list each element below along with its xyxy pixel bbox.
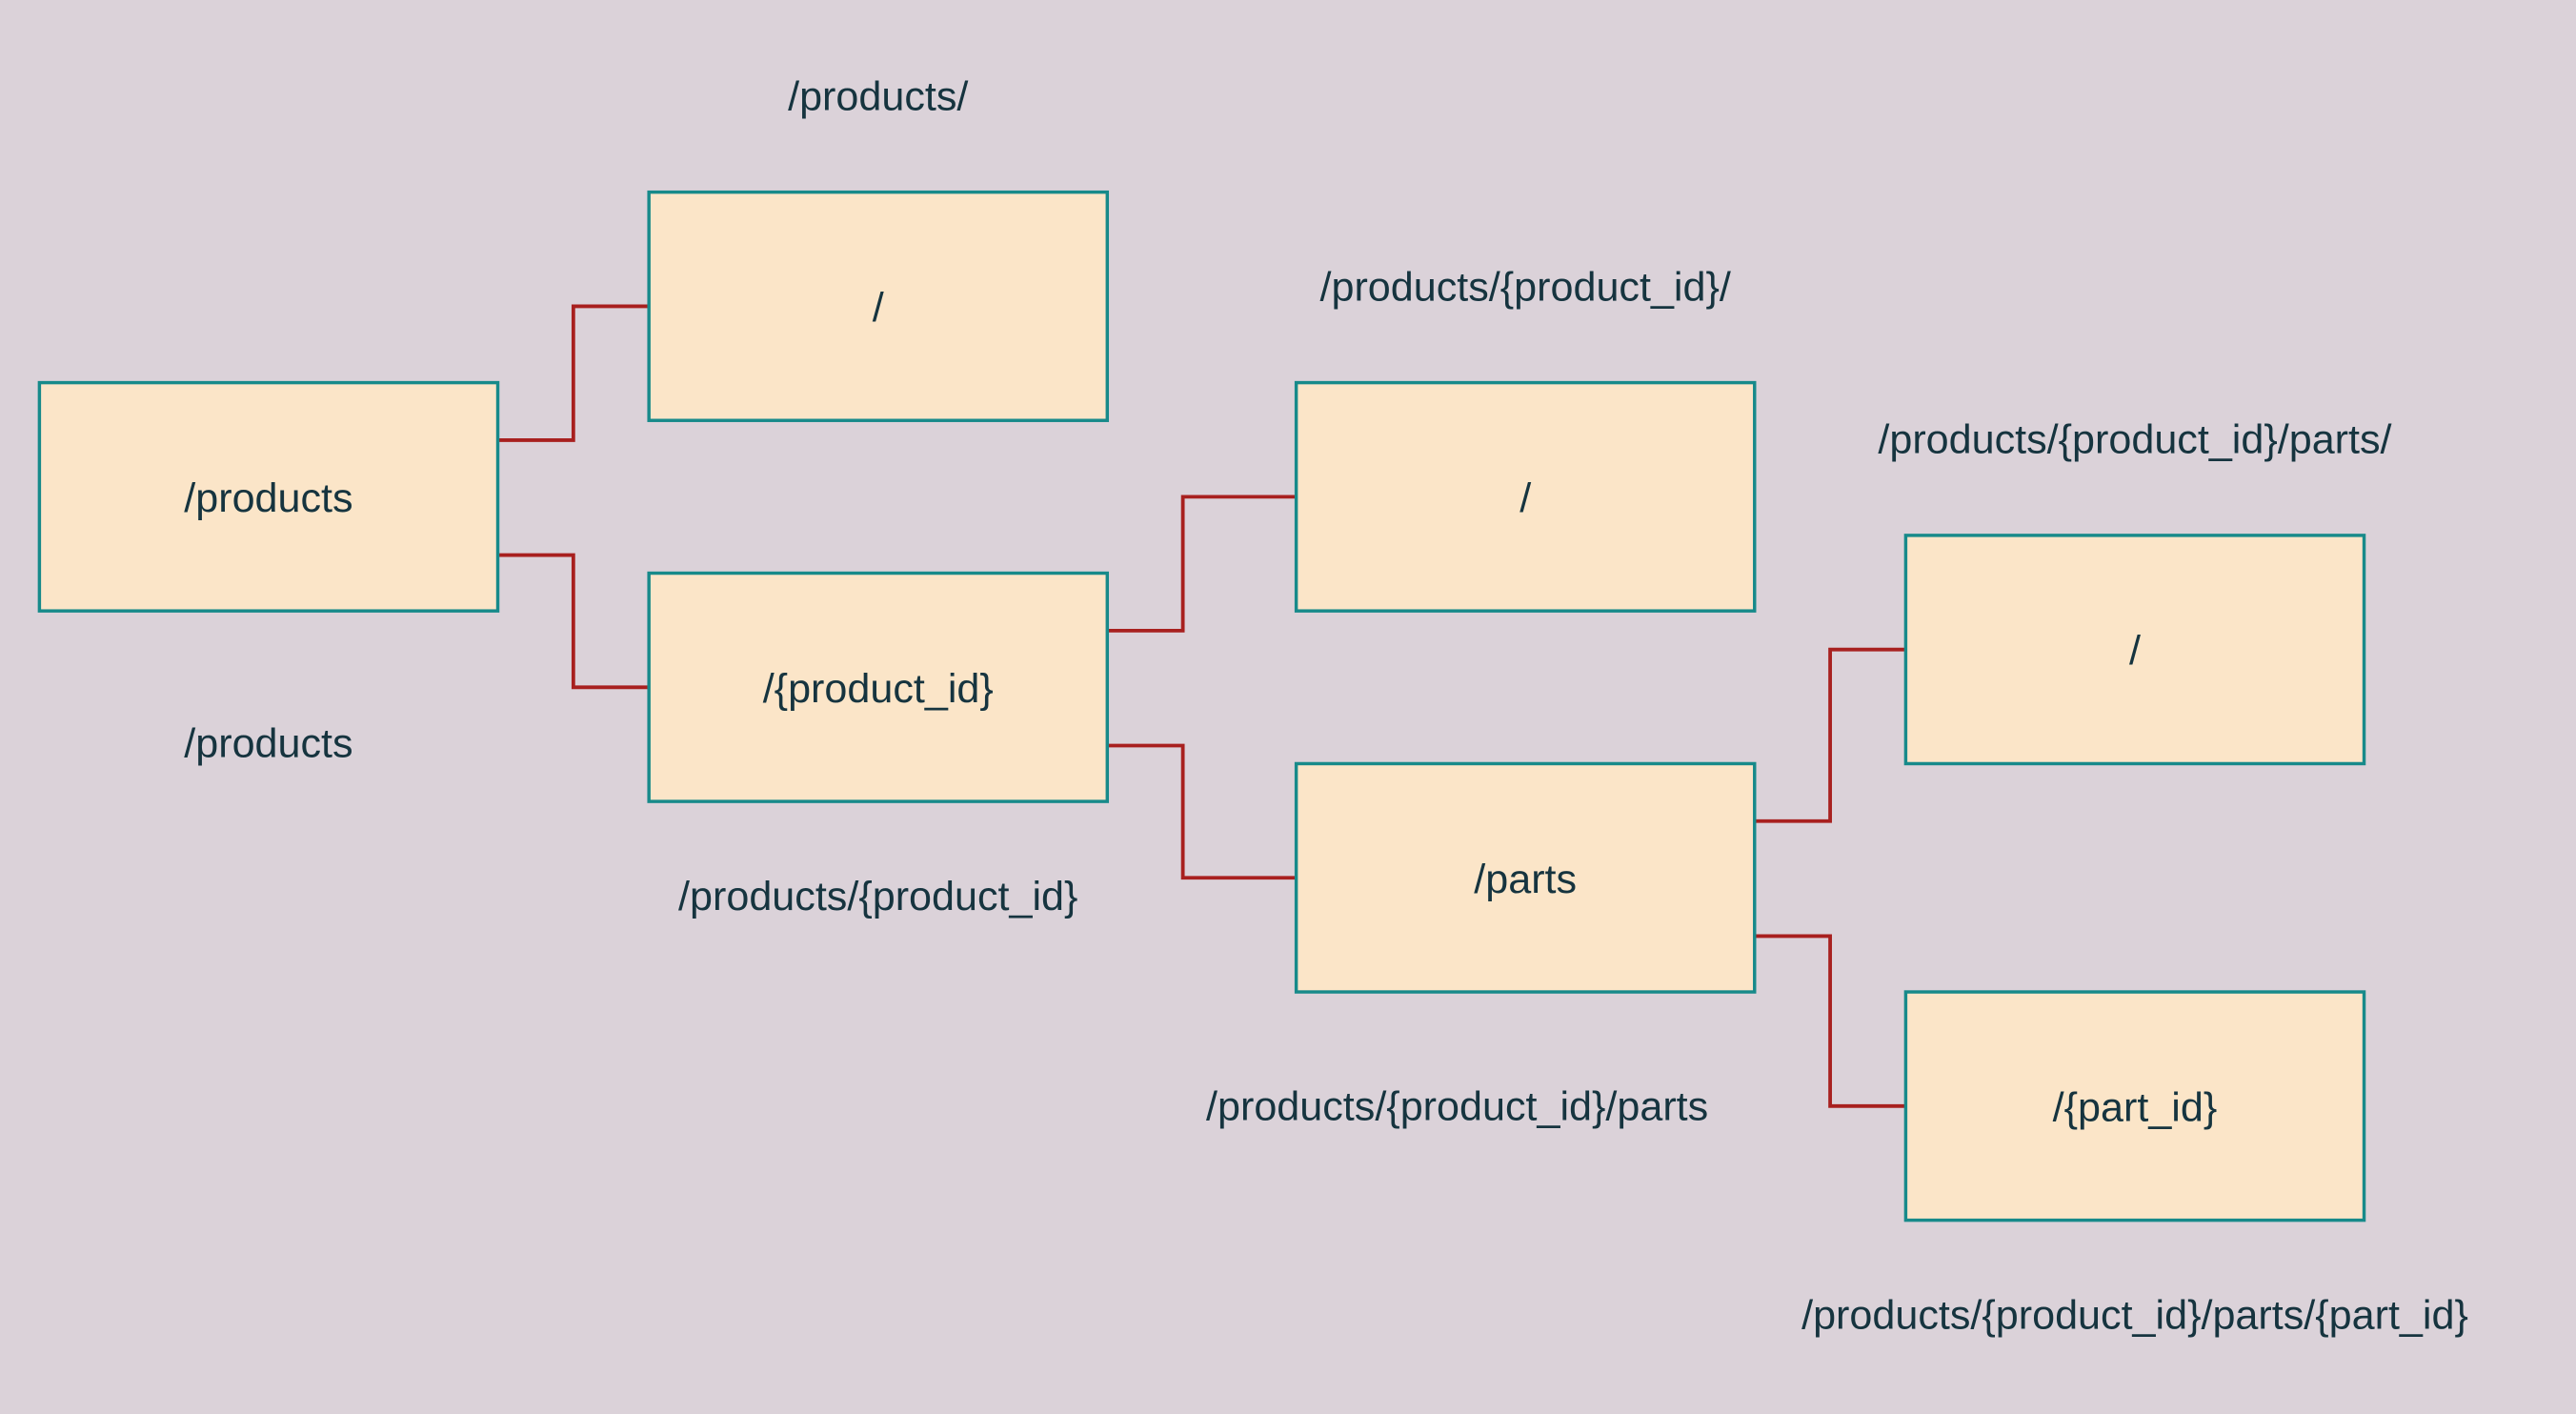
node-box	[1294, 761, 1757, 994]
full-path-label: /products/{product_id}/parts/{part_id}	[1801, 1292, 2468, 1338]
connector-parts-to-parts-root	[1754, 647, 1906, 823]
full-path-label: /products/{product_id}/	[1320, 264, 1731, 310]
node-label: /	[873, 285, 884, 331]
node-label: /	[2129, 628, 2141, 674]
node-label: /	[1519, 475, 1531, 521]
connector-products-to-products-root	[497, 304, 650, 442]
connector-product-id-to-parts	[1107, 743, 1297, 880]
node-box	[37, 380, 500, 613]
node-parts-root: / /products/{product_id}/parts/	[1878, 417, 2392, 766]
node-label: /products	[184, 475, 352, 521]
connectors	[497, 304, 1906, 1108]
node-box	[1903, 990, 2366, 1222]
nodes: /products/products//products//{product_i…	[37, 73, 2468, 1338]
full-path-label: /products/{product_id}/parts	[1206, 1083, 1708, 1129]
node-products-root: / /products/	[647, 73, 1110, 422]
node-part-id: /{part_id} /products/{product_id}/parts/{…	[1801, 990, 2468, 1338]
node-box	[1294, 380, 1757, 613]
connector-product-id-to-product-id-root	[1107, 495, 1297, 633]
node-box	[1903, 534, 2366, 766]
node-box	[647, 571, 1110, 803]
node-label: /{part_id}	[2053, 1084, 2218, 1130]
full-path-label: /products/{product_id}	[678, 874, 1077, 919]
connector-parts-to-part-id	[1754, 934, 1906, 1108]
full-path-label: /products/{product_id}/parts/	[1878, 417, 2391, 463]
node-label: /{product_id}	[763, 666, 994, 712]
node-parts: /parts/products/{product_id}/parts	[1206, 761, 1757, 1129]
node-products: /products/products	[37, 380, 500, 767]
node-product-id: /{product_id} /products/{product_id}	[647, 571, 1110, 919]
connector-products-to-product-id	[497, 553, 650, 690]
full-path-label: /products/	[788, 73, 968, 119]
full-path-label: /products	[184, 721, 352, 767]
node-label: /parts	[1474, 857, 1577, 902]
node-product-id-root: / /products/{product_id}/	[1294, 264, 1757, 613]
node-box	[647, 190, 1110, 422]
